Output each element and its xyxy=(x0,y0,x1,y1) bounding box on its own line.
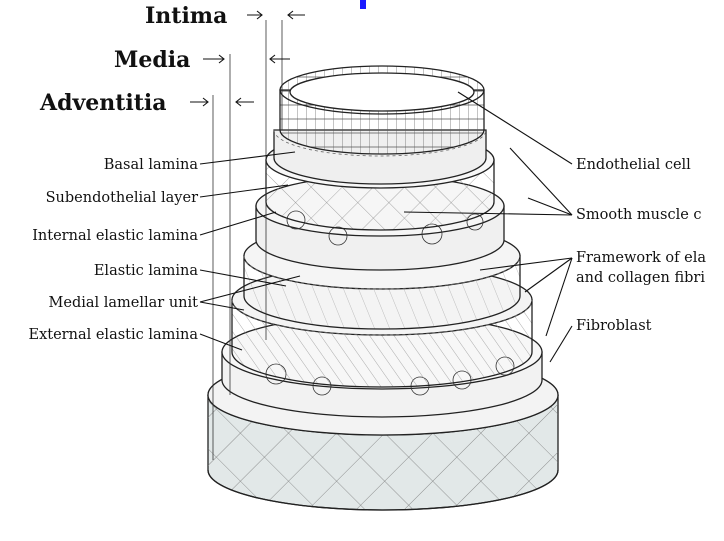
media-header: Media xyxy=(114,47,190,73)
endothelial-cell-label: Endothelial cell xyxy=(576,157,691,173)
framework-label-line2: and collagen fibri xyxy=(576,270,705,286)
smooth-muscle-cell-label: Smooth muscle c xyxy=(576,207,702,223)
blue-accent-mark xyxy=(360,0,366,9)
external-elastic-lamina-label: External elastic lamina xyxy=(29,327,199,343)
adventitia-header: Adventitia xyxy=(39,90,167,116)
medial-lamellar-unit-label: Medial lamellar unit xyxy=(49,295,199,311)
internal-elastic-lamina-label: Internal elastic lamina xyxy=(32,228,198,244)
endothelium-cylinder xyxy=(280,66,484,154)
subendothelial-layer-label: Subendothelial layer xyxy=(46,190,198,206)
intima-header: Intima xyxy=(145,3,227,29)
fibroblast-label: Fibroblast xyxy=(576,318,652,334)
framework-label-line1: Framework of ela xyxy=(576,250,706,266)
basal-lamina-label: Basal lamina xyxy=(104,157,199,173)
elastic-lamina-label: Elastic lamina xyxy=(94,263,199,279)
